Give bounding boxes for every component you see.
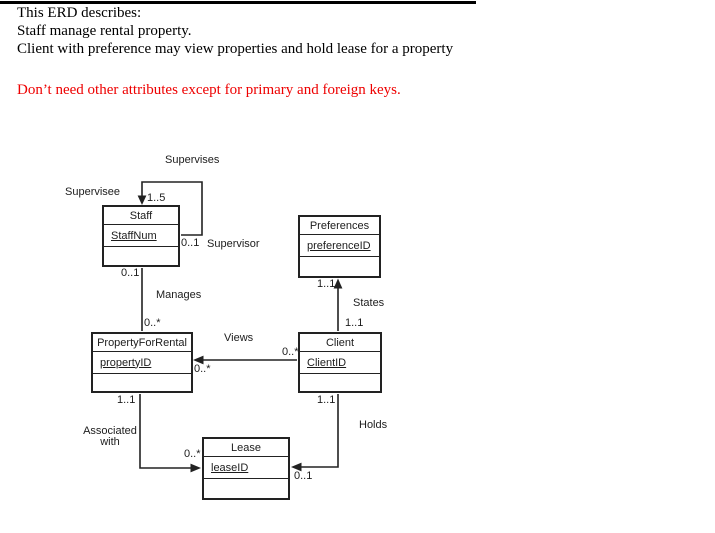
views-arrow-icon bbox=[193, 355, 204, 365]
attributes-note: Don’t need other attributes except for p… bbox=[17, 82, 401, 98]
supervises-connector bbox=[141, 181, 203, 236]
entity-property-for-rental-pk: propertyID bbox=[100, 356, 152, 369]
associated-with-label-line2: with bbox=[100, 436, 120, 448]
holds-label: Holds bbox=[359, 419, 388, 431]
entity-client-empty-compartment bbox=[300, 374, 380, 391]
entity-staff-pk: StaffNum bbox=[111, 229, 157, 242]
entity-client: Client ClientID bbox=[298, 332, 382, 393]
states-arrow-icon bbox=[333, 278, 343, 289]
views-client-multiplicity: 0..* bbox=[282, 346, 299, 358]
entity-staff-title: Staff bbox=[104, 207, 178, 225]
entity-property-for-rental-pk-row: propertyID bbox=[93, 352, 191, 374]
intro-line-3: Client with preference may view properti… bbox=[17, 41, 454, 57]
holds-client-multiplicity: 1..1 bbox=[317, 394, 336, 406]
intro-line-2: Staff manage rental property. bbox=[17, 23, 192, 39]
entity-lease: Lease leaseID bbox=[202, 437, 290, 500]
holds-lease-multiplicity: 0..1 bbox=[294, 470, 313, 482]
states-label: States bbox=[353, 297, 385, 309]
associated-with-connector bbox=[139, 394, 191, 469]
entity-staff-empty-compartment bbox=[104, 247, 178, 265]
associated-with-label-line1: Associated bbox=[83, 425, 137, 437]
entity-lease-title: Lease bbox=[204, 439, 288, 457]
associated-with-lease-multiplicity: 0..* bbox=[184, 448, 201, 460]
states-preferences-multiplicity: 1..1 bbox=[317, 278, 336, 290]
associated-with-property-multiplicity: 1..1 bbox=[117, 394, 136, 406]
associated-with-arrow-icon bbox=[190, 463, 201, 473]
entity-staff-pk-row: StaffNum bbox=[104, 225, 178, 247]
supervises-label: Supervises bbox=[165, 154, 220, 166]
views-property-multiplicity: 0..* bbox=[194, 363, 211, 375]
entity-client-pk: ClientID bbox=[307, 356, 347, 369]
entity-lease-pk: leaseID bbox=[211, 461, 249, 474]
manages-label: Manages bbox=[156, 289, 202, 301]
entity-property-for-rental-empty-compartment bbox=[93, 374, 191, 391]
entity-property-for-rental: PropertyForRental propertyID bbox=[91, 332, 193, 393]
entity-client-pk-row: ClientID bbox=[300, 352, 380, 374]
entity-property-for-rental-title: PropertyForRental bbox=[93, 334, 191, 352]
entity-client-title: Client bbox=[300, 334, 380, 352]
entity-preferences-pk: preferenceID bbox=[307, 239, 371, 252]
supervisor-multiplicity: 0..1 bbox=[181, 237, 200, 249]
holds-connector bbox=[300, 394, 339, 468]
intro-line-1: This ERD describes: bbox=[17, 5, 142, 21]
top-divider-rule bbox=[0, 1, 476, 4]
supervisee-multiplicity: 1..5 bbox=[147, 192, 166, 204]
supervises-arrow-icon bbox=[137, 195, 147, 205]
entity-preferences-title: Preferences bbox=[300, 217, 379, 235]
views-label: Views bbox=[224, 332, 254, 344]
supervisor-role-label: Supervisor bbox=[207, 238, 260, 250]
supervisee-role-label: Supervisee bbox=[65, 186, 121, 198]
manages-staff-multiplicity: 0..1 bbox=[121, 267, 140, 279]
entity-preferences: Preferences preferenceID bbox=[298, 215, 381, 278]
entity-preferences-empty-compartment bbox=[300, 257, 379, 276]
associated-with-label: Associated with bbox=[80, 426, 140, 448]
manages-property-multiplicity: 0..* bbox=[144, 317, 161, 329]
entity-lease-pk-row: leaseID bbox=[204, 457, 288, 479]
states-client-multiplicity: 1..1 bbox=[345, 317, 364, 329]
entity-staff: Staff StaffNum bbox=[102, 205, 180, 267]
entity-lease-empty-compartment bbox=[204, 479, 288, 498]
holds-arrow-icon bbox=[291, 462, 302, 472]
entity-preferences-pk-row: preferenceID bbox=[300, 235, 379, 257]
